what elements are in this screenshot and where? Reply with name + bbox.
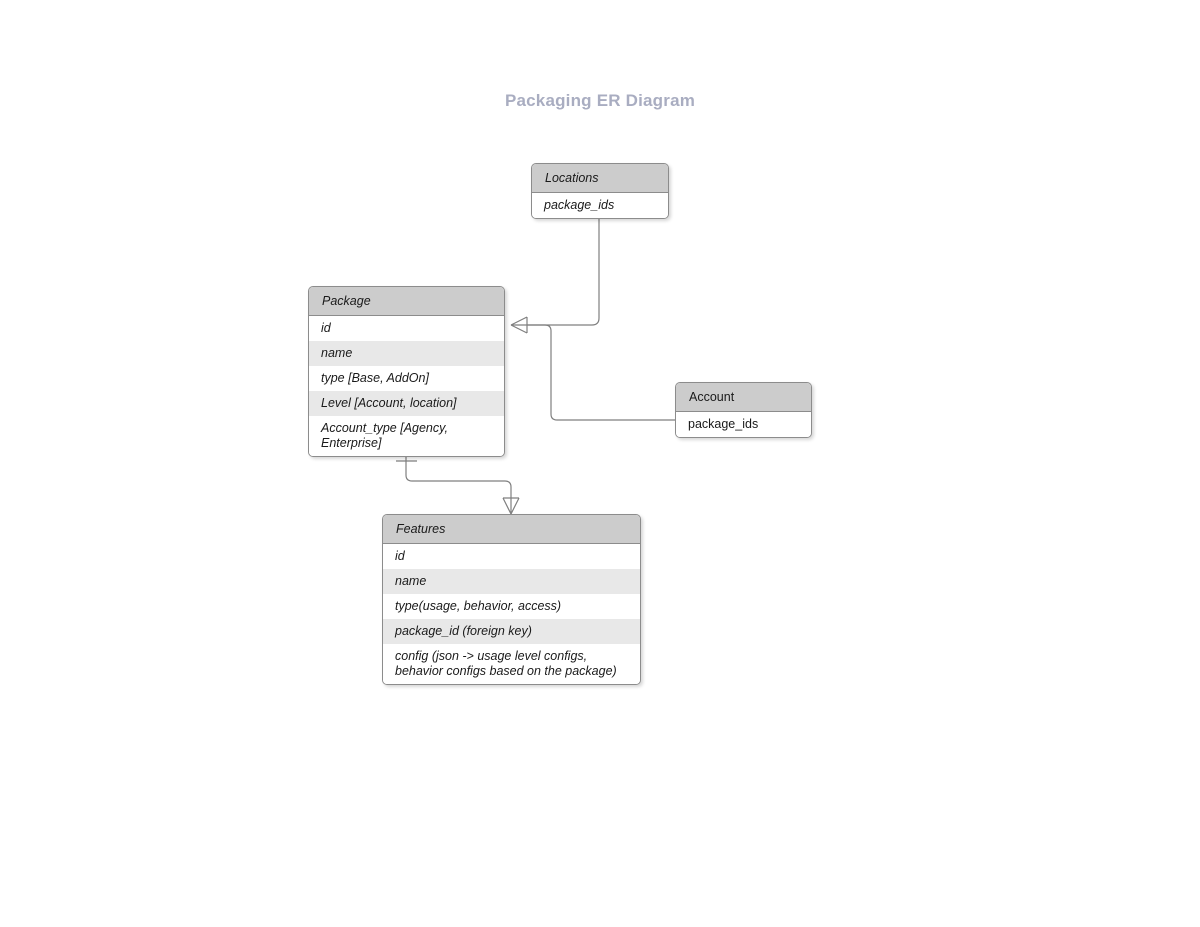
entity-locations[interactable]: Locations package_ids <box>531 163 669 219</box>
entity-package-title: Package <box>309 287 504 316</box>
entity-package-attribute-name: name <box>309 341 504 366</box>
entity-locations-title: Locations <box>532 164 668 193</box>
entity-account-title: Account <box>676 383 811 412</box>
entity-features[interactable]: Features id name type(usage, behavior, a… <box>382 514 641 685</box>
entity-features-attribute-config: config (json -> usage level configs, beh… <box>383 644 640 684</box>
entity-package-attribute-id: id <box>309 316 504 341</box>
relationship-package-features <box>396 447 520 515</box>
relationship-package-account <box>527 324 675 421</box>
entity-package-attribute-level: Level [Account, location] <box>309 391 504 416</box>
entity-features-attribute-package_id: package_id (foreign key) <box>383 619 640 644</box>
entity-package-attribute-account_type: Account_type [Agency, Enterprise] <box>309 416 504 456</box>
entity-features-attribute-type: type(usage, behavior, access) <box>383 594 640 619</box>
page-title: Packaging ER Diagram <box>504 91 696 110</box>
entity-features-attribute-id: id <box>383 544 640 569</box>
entity-features-title: Features <box>383 515 640 544</box>
entity-package[interactable]: Package id name type [Base, AddOn] Level… <box>308 286 505 457</box>
entity-features-attribute-name: name <box>383 569 640 594</box>
relationship-package-locations <box>510 213 600 334</box>
crows-foot-marker <box>502 497 520 515</box>
entity-locations-attribute-package_ids: package_ids <box>532 193 668 218</box>
entity-account[interactable]: Account package_ids <box>675 382 812 438</box>
entity-package-attribute-type: type [Base, AddOn] <box>309 366 504 391</box>
entity-account-attribute-package_ids: package_ids <box>676 412 811 437</box>
